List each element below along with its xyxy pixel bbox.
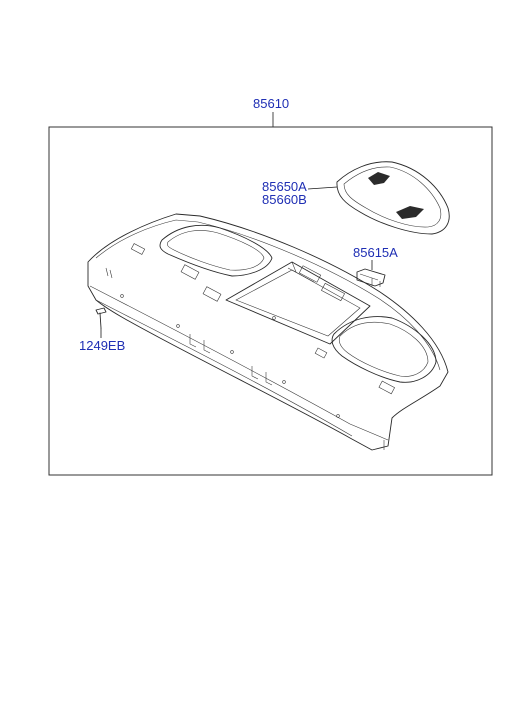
- tray-cover-grille-icon: [368, 172, 390, 185]
- callout-85660b: 85660B: [262, 192, 307, 207]
- callout-85615a: 85615A: [353, 245, 398, 260]
- tray-cover-grille-icon: [396, 206, 424, 219]
- package-tray-trim-part: [87, 213, 449, 451]
- tray-cover-leader-line: [307, 186, 338, 190]
- callout-1249eb: 1249EB: [79, 338, 125, 353]
- clip-part: [356, 268, 386, 287]
- assembly-part-number: 85610: [253, 96, 289, 111]
- assembly-frame: [48, 126, 493, 476]
- screw-part: [95, 307, 107, 329]
- callout-85650a: 85650A: [262, 179, 307, 194]
- tray-cover-part: [336, 161, 450, 235]
